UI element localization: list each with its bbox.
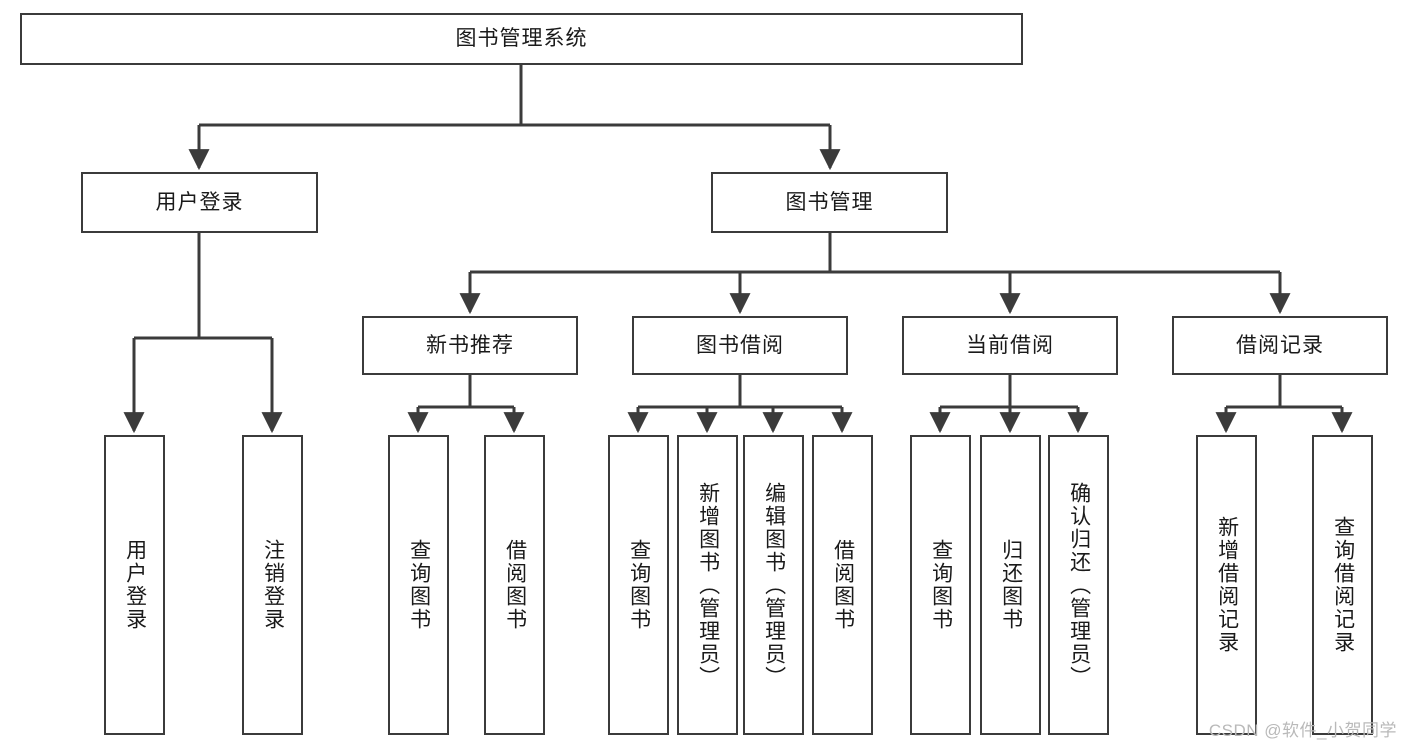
node-leaf-user-login[interactable]: 用户登录: [104, 435, 165, 735]
node-book-manage[interactable]: 图书管理: [711, 172, 948, 233]
node-root-label: 图书管理系统: [455, 27, 588, 51]
node-leaf-add-book[interactable]: 新增图书（管理员）: [677, 435, 738, 735]
csdn-watermark: CSDN @软件_小贺同学: [1208, 721, 1397, 740]
node-leaf-edit-book-label: 编辑图书（管理员）: [762, 481, 786, 689]
node-leaf-add-book-label: 新增图书（管理员）: [696, 481, 720, 689]
node-borrow-record-label: 借阅记录: [1236, 333, 1324, 357]
node-leaf-query-record-label: 查询借阅记录: [1331, 516, 1355, 654]
node-leaf-query-book-3-label: 查询图书: [929, 539, 953, 631]
node-user-login[interactable]: 用户登录: [81, 172, 318, 233]
node-leaf-return-book-label: 归还图书: [999, 539, 1023, 631]
node-book-borrow-label: 图书借阅: [696, 333, 784, 357]
node-leaf-query-book-3[interactable]: 查询图书: [910, 435, 971, 735]
node-leaf-borrow-book-1[interactable]: 借阅图书: [484, 435, 545, 735]
node-leaf-query-book-1-label: 查询图书: [407, 539, 431, 631]
node-borrow-record[interactable]: 借阅记录: [1172, 316, 1388, 375]
node-book-manage-label: 图书管理: [785, 190, 874, 214]
node-new-book-recommend[interactable]: 新书推荐: [362, 316, 578, 375]
node-leaf-borrow-book-1-label: 借阅图书: [503, 539, 527, 631]
node-current-borrow[interactable]: 当前借阅: [902, 316, 1118, 375]
node-leaf-query-book-2[interactable]: 查询图书: [608, 435, 669, 735]
node-book-borrow[interactable]: 图书借阅: [632, 316, 848, 375]
node-leaf-confirm-return[interactable]: 确认归还（管理员）: [1048, 435, 1109, 735]
node-root[interactable]: 图书管理系统: [20, 13, 1023, 65]
node-leaf-user-login-label: 用户登录: [123, 539, 147, 631]
node-current-borrow-label: 当前借阅: [966, 333, 1054, 357]
node-leaf-user-logout[interactable]: 注销登录: [242, 435, 303, 735]
node-new-book-recommend-label: 新书推荐: [426, 333, 514, 357]
node-leaf-user-logout-label: 注销登录: [261, 539, 285, 631]
node-leaf-borrow-book-2[interactable]: 借阅图书: [812, 435, 873, 735]
node-leaf-query-book-1[interactable]: 查询图书: [388, 435, 449, 735]
node-leaf-edit-book[interactable]: 编辑图书（管理员）: [743, 435, 804, 735]
node-leaf-return-book[interactable]: 归还图书: [980, 435, 1041, 735]
node-leaf-confirm-return-label: 确认归还（管理员）: [1067, 481, 1091, 689]
node-leaf-borrow-book-2-label: 借阅图书: [831, 539, 855, 631]
node-leaf-query-book-2-label: 查询图书: [627, 539, 651, 631]
node-leaf-query-record[interactable]: 查询借阅记录: [1312, 435, 1373, 735]
node-leaf-add-record[interactable]: 新增借阅记录: [1196, 435, 1257, 735]
node-user-login-label: 用户登录: [155, 190, 244, 214]
node-leaf-add-record-label: 新增借阅记录: [1215, 516, 1239, 654]
